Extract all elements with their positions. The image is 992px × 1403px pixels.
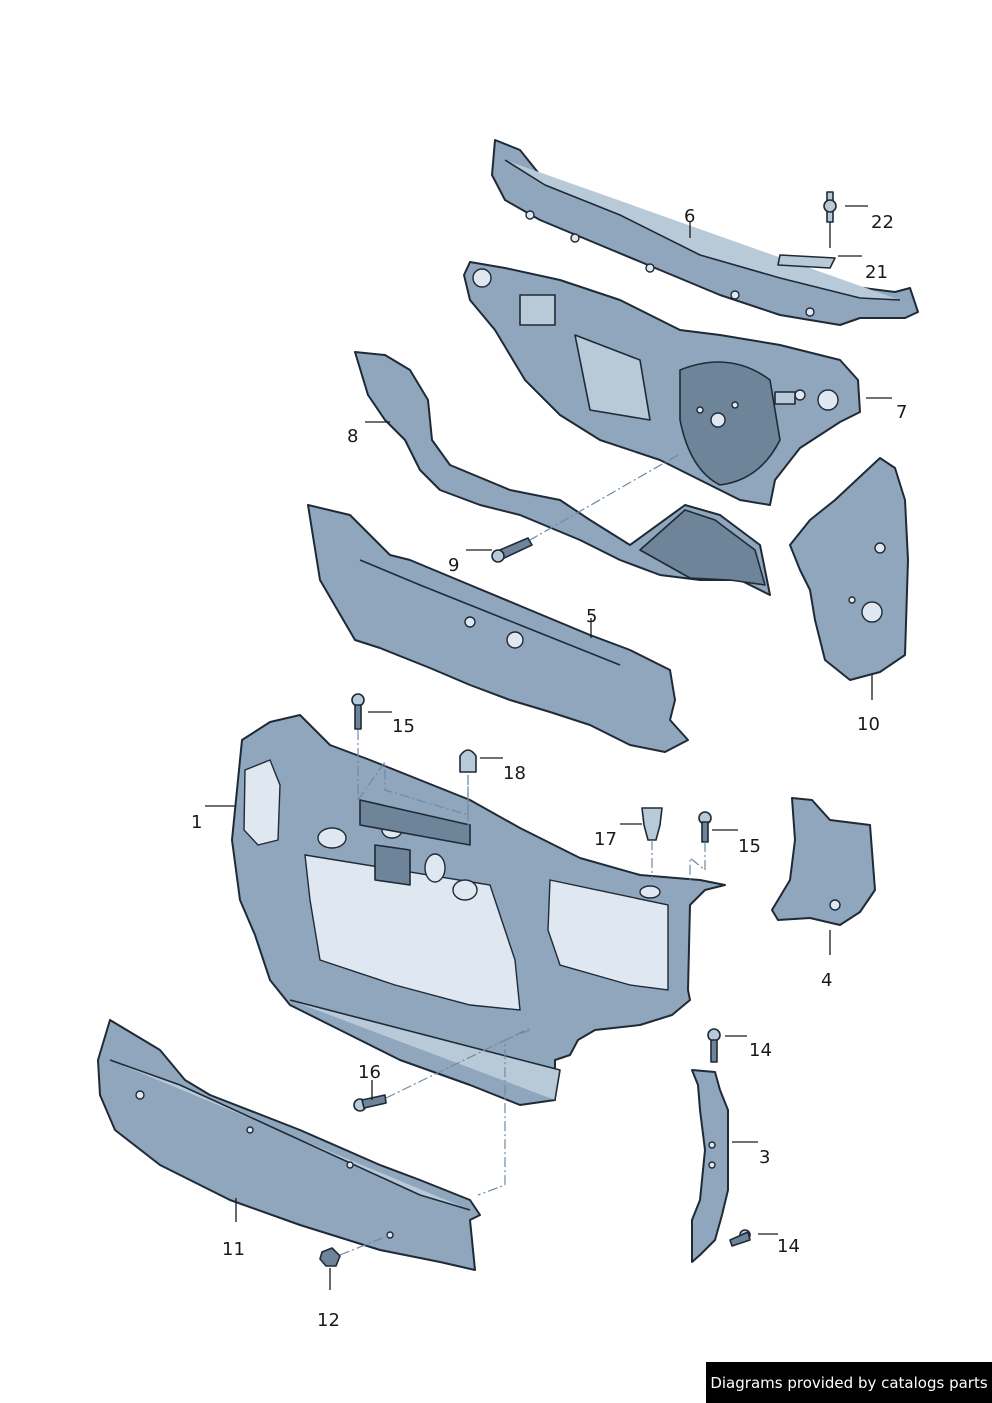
callout-9: 9: [448, 555, 459, 576]
callout-17: 17: [594, 829, 617, 850]
part-1-front-carrier[interactable]: [231, 714, 726, 1106]
fastener-14-bolt-lower[interactable]: [729, 1229, 751, 1247]
callout-3: 3: [759, 1147, 770, 1168]
callout-18: 18: [503, 763, 526, 784]
credit-banner: Diagrams provided by catalogs parts: [706, 1362, 992, 1403]
part-8-cover[interactable]: [354, 351, 771, 596]
callout-12: 12: [317, 1310, 340, 1331]
callout-5: 5: [586, 606, 597, 627]
callout-14-upper: 14: [749, 1040, 772, 1061]
fastener-15-bolt-top[interactable]: [351, 693, 365, 730]
fastener-17-clip[interactable]: [641, 807, 663, 841]
callout-14-lower: 14: [777, 1236, 800, 1257]
callout-11: 11: [222, 1239, 245, 1260]
callout-21: 21: [865, 262, 888, 283]
callout-6: 6: [684, 206, 695, 227]
fastener-21-plate[interactable]: [777, 254, 836, 269]
fastener-9-bolt[interactable]: [491, 537, 533, 563]
credit-text: Diagrams provided by catalogs parts: [710, 1373, 988, 1392]
fastener-12-nut[interactable]: [319, 1247, 341, 1267]
callout-10: 10: [857, 714, 880, 735]
part-11-bumper-beam[interactable]: [97, 1019, 481, 1271]
callout-7: 7: [896, 402, 907, 423]
fastener-22-rivet[interactable]: [823, 191, 837, 248]
fastener-16-bolt[interactable]: [353, 1094, 387, 1112]
fastener-15-bolt-right[interactable]: [698, 811, 712, 843]
part-3-vertical-bracket[interactable]: [691, 1069, 729, 1263]
leader-lines: [205, 205, 892, 1290]
callout-8: 8: [347, 426, 358, 447]
callout-16: 16: [358, 1062, 381, 1083]
callout-15-top: 15: [392, 716, 415, 737]
fastener-18-cap[interactable]: [459, 749, 477, 773]
callout-22: 22: [871, 212, 894, 233]
callout-15-right: 15: [738, 836, 761, 857]
part-7-bulkhead-panel[interactable]: [463, 261, 861, 506]
callout-1: 1: [191, 812, 202, 833]
part-10-side-panel[interactable]: [789, 457, 909, 681]
callout-4: 4: [821, 970, 832, 991]
part-5-insulation-mat[interactable]: [307, 504, 689, 753]
fastener-14-bolt-upper[interactable]: [707, 1028, 721, 1063]
part-4-bracket[interactable]: [771, 797, 876, 926]
callout-labels: 1 3 4 5 6 7 8 9 10 11 12 14 14 15 15 16 …: [191, 206, 907, 1331]
assembly-lines: [339, 454, 706, 1256]
